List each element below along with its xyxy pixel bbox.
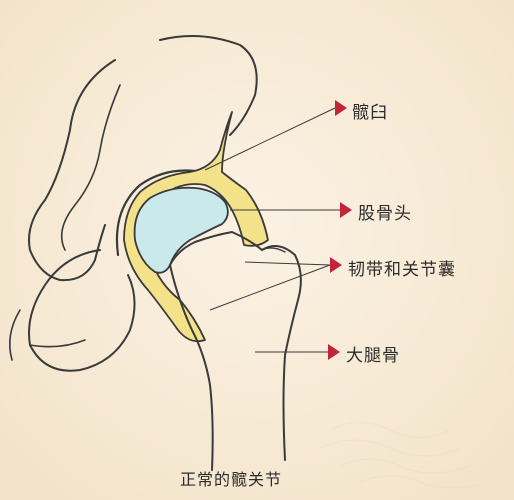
marker-femur-icon <box>328 344 340 360</box>
figure-caption: 正常的髋关节 <box>180 470 283 489</box>
pointer-lines <box>204 107 340 353</box>
marker-ligament-icon <box>330 257 342 273</box>
pointer-markers <box>328 100 352 360</box>
greater-trochanter <box>261 247 286 253</box>
femur-inner-outline <box>169 264 214 471</box>
marker-femoral-head-icon <box>340 202 352 218</box>
marker-acetabulum-icon <box>335 100 347 116</box>
watermark-pattern <box>319 422 491 489</box>
iliac-crest-outline <box>159 35 258 136</box>
femoral-head-cartilage <box>133 186 229 274</box>
pelvis-inner-contour <box>60 84 121 251</box>
pointer-line-acetabulum <box>204 107 336 171</box>
pointer-line-ligament-1 <box>244 261 331 266</box>
pointer-line-ligament-2 <box>209 264 331 311</box>
label-ligament-capsule: 韧带和关节囊 <box>348 260 456 280</box>
label-acetabulum: 髋臼 <box>352 103 388 123</box>
femur-outline <box>169 230 302 461</box>
pubis-outline <box>9 309 86 361</box>
ischium-outline <box>28 249 136 372</box>
label-femoral-head: 股骨头 <box>358 204 412 224</box>
pelvis-outline <box>28 59 116 282</box>
label-femur: 大腿骨 <box>346 346 400 366</box>
